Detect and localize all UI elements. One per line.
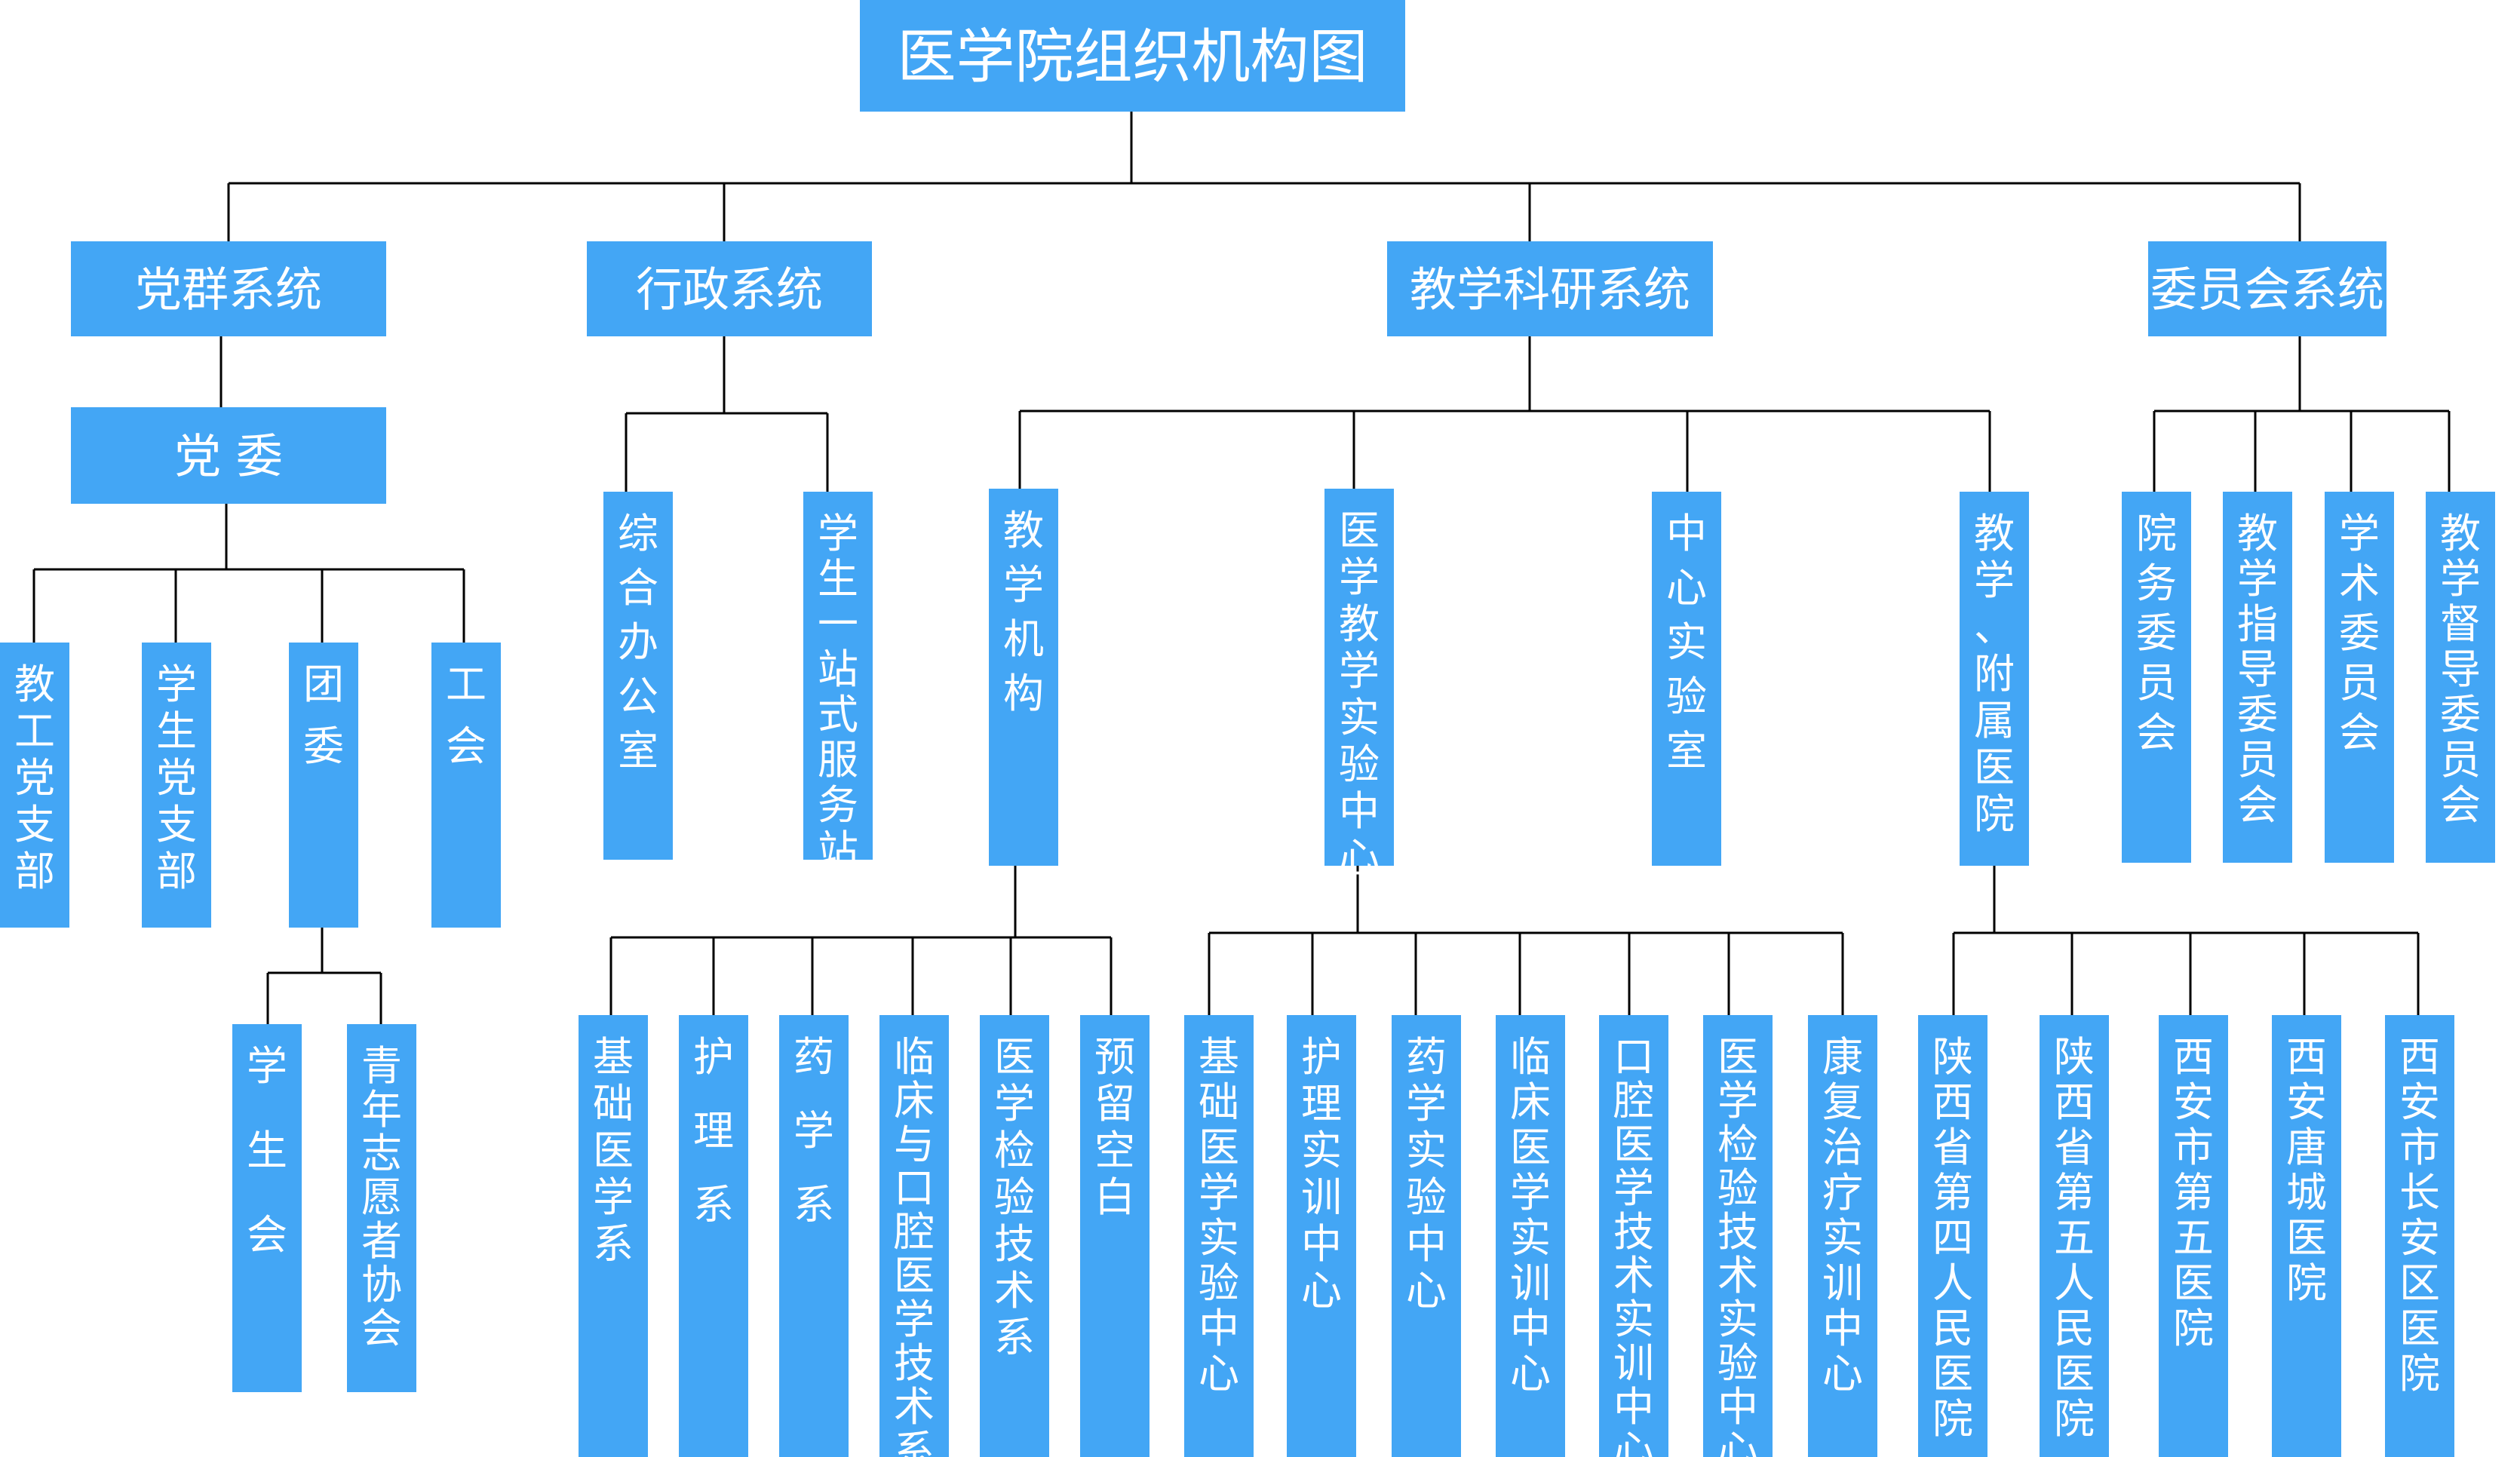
lab-rehab-label: 康复治疗实训中心 xyxy=(1822,1033,1863,1397)
general-office-label: 综合办公室 xyxy=(618,510,658,775)
teaching-hospitals-label: 教学、附属医院 xyxy=(1974,510,2015,838)
admin-system-box: 行政系统 xyxy=(587,241,872,336)
dept-reserved: 预留空白 xyxy=(1080,1015,1150,1457)
committee-teaching-guidance: 教学指导委员会 xyxy=(2223,492,2292,863)
party-branch-student-label: 学生党支部 xyxy=(156,661,197,895)
party-system-box: 党群系统 xyxy=(71,241,386,336)
lab-clinical-label: 临床医学实训中心 xyxy=(1510,1033,1551,1397)
lab-pharmacy-label: 药学实验中心 xyxy=(1406,1033,1447,1314)
dept-pharmacy-label: 药学系 xyxy=(793,1033,834,1228)
dept-lab-medicine-label: 医学检验技术系 xyxy=(994,1033,1035,1361)
lab-clinical: 临床医学实训中心 xyxy=(1496,1015,1565,1457)
central-lab-label: 中心实验室 xyxy=(1666,510,1707,775)
hospital-shaanxi-5th-label: 陕西省第五人民医院 xyxy=(2054,1033,2095,1443)
title-box: 医学院组织机构图 xyxy=(860,0,1405,112)
trade-union: 工会 xyxy=(431,643,501,928)
party-committee-box: 党 委 xyxy=(71,407,386,504)
volunteer-association: 青年志愿者协会 xyxy=(347,1024,416,1392)
lab-pharmacy: 药学实验中心 xyxy=(1392,1015,1461,1457)
dept-basic-medicine-label: 基础医学系 xyxy=(593,1033,634,1268)
hospital-xian-5th: 西安市第五医院 xyxy=(2159,1015,2228,1457)
dept-clinical-dental-label: 临床与口腔医学技术系 xyxy=(894,1033,935,1457)
committee-affairs: 院务委员会 xyxy=(2122,492,2191,863)
committee-supervision-label: 教学督导委员会 xyxy=(2440,510,2481,829)
youth-league-label: 团委 xyxy=(303,661,344,770)
student-union-label: 学生会 xyxy=(247,1042,287,1259)
hospital-tangcheng-label: 西安唐城医院 xyxy=(2286,1033,2327,1307)
committee-affairs-label: 院务委员会 xyxy=(2136,510,2177,756)
lab-nursing: 护理实训中心 xyxy=(1287,1015,1356,1457)
party-branch-student: 学生党支部 xyxy=(142,643,211,928)
general-office: 综合办公室 xyxy=(603,492,673,860)
dept-basic-medicine: 基础医学系 xyxy=(579,1015,648,1457)
volunteer-association-label: 青年志愿者协会 xyxy=(361,1042,402,1352)
hospital-changan-label: 西安市长安区医院 xyxy=(2399,1033,2440,1397)
dept-reserved-label: 预留空白 xyxy=(1094,1033,1135,1221)
title-box-label: 医学院组织机构图 xyxy=(897,23,1367,91)
lab-basic-medicine-label: 基础医学实验中心 xyxy=(1199,1033,1239,1397)
admin-system-box-label: 行政系统 xyxy=(636,262,823,317)
committee-teaching-guidance-label: 教学指导委员会 xyxy=(2237,510,2278,829)
teaching-system-box: 教学科研系统 xyxy=(1387,241,1713,336)
student-service-station: 学生一站式服务站 xyxy=(803,492,873,874)
teaching-system-box-label: 教学科研系统 xyxy=(1410,262,1690,317)
lab-lab-medicine-label: 医学检验技术实验中心 xyxy=(1717,1033,1758,1457)
teaching-hospitals: 教学、附属医院 xyxy=(1960,492,2029,866)
party-committee-box-label: 党 委 xyxy=(174,428,283,483)
hospital-tangcheng: 西安唐城医院 xyxy=(2272,1015,2341,1457)
dept-nursing: 护理系 xyxy=(679,1015,748,1457)
committee-system-box-label: 委员会系统 xyxy=(2150,262,2384,317)
trade-union-label: 工会 xyxy=(446,661,487,770)
committee-academic: 学术委员会 xyxy=(2325,492,2394,863)
student-union: 学生会 xyxy=(232,1024,302,1392)
dept-pharmacy: 药学系 xyxy=(779,1015,849,1457)
lab-lab-medicine: 医学检验技术实验中心 xyxy=(1703,1015,1773,1457)
party-system-box-label: 党群系统 xyxy=(135,262,322,317)
teaching-org: 教学机构 xyxy=(989,489,1058,866)
lab-rehab: 康复治疗实训中心 xyxy=(1808,1015,1877,1457)
hospital-shaanxi-4th-label: 陕西省第四人民医院 xyxy=(1932,1033,1973,1443)
party-branch-staff-label: 教工党支部 xyxy=(14,661,55,895)
committee-academic-label: 学术委员会 xyxy=(2339,510,2380,756)
hospital-xian-5th-label: 西安市第五医院 xyxy=(2173,1033,2214,1352)
hospital-changan: 西安市长安区医院 xyxy=(2385,1015,2454,1457)
party-branch-staff: 教工党支部 xyxy=(0,643,69,928)
lab-dental: 口腔医学技术实训中心 xyxy=(1599,1015,1668,1457)
youth-league: 团委 xyxy=(289,643,358,928)
hospital-shaanxi-5th: 陕西省第五人民医院 xyxy=(2040,1015,2109,1457)
committee-supervision: 教学督导委员会 xyxy=(2426,492,2495,863)
lab-nursing-label: 护理实训中心 xyxy=(1301,1033,1342,1314)
experiment-center: 医学教学实验中心 xyxy=(1324,489,1394,882)
lab-basic-medicine: 基础医学实验中心 xyxy=(1184,1015,1254,1457)
experiment-center-label: 医学教学实验中心 xyxy=(1339,507,1380,882)
dept-lab-medicine: 医学检验技术系 xyxy=(980,1015,1049,1457)
dept-clinical-dental: 临床与口腔医学技术系 xyxy=(879,1015,949,1457)
student-service-station-label: 学生一站式服务站 xyxy=(818,510,858,874)
dept-nursing-label: 护理系 xyxy=(693,1033,734,1228)
central-lab: 中心实验室 xyxy=(1652,492,1721,866)
hospital-shaanxi-4th: 陕西省第四人民医院 xyxy=(1918,1015,1987,1457)
teaching-org-label: 教学机构 xyxy=(1003,507,1044,717)
lab-dental-label: 口腔医学技术实训中心 xyxy=(1613,1033,1654,1457)
committee-system-box: 委员会系统 xyxy=(2148,241,2386,336)
